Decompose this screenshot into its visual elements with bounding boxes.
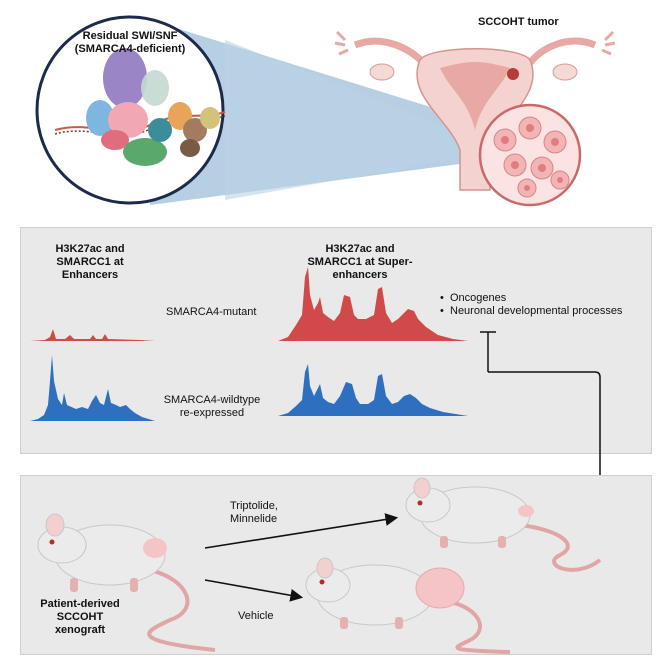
uterus-illustration <box>334 30 616 191</box>
tumor-zoom-circle <box>478 103 582 207</box>
enhancers-header: H3K27ac and SMARCC1 at Enhancers <box>30 243 150 282</box>
mutant-super-enhancer-track <box>278 267 468 341</box>
wildtype-label-line2: re-expressed <box>179 407 245 419</box>
bullet-oncogenes: Oncogenes <box>450 292 507 304</box>
treatment-line1: Triptolide, <box>230 500 278 512</box>
zoom-cone <box>150 20 505 205</box>
tumor-label: SCCOHT tumor <box>478 16 559 28</box>
complex-title-line1: Residual SWI/SNF <box>82 30 178 42</box>
wildtype-enhancer-track <box>30 355 155 421</box>
bullet-item: •Oncogenes <box>440 292 507 304</box>
enhancers-header-line1: H3K27ac and <box>55 243 125 255</box>
treatment-arrow <box>204 513 399 549</box>
bullet-list: •Oncogenes •Neuronal developmental proce… <box>440 292 622 318</box>
bullet-neuronal: Neuronal developmental processes <box>450 305 623 317</box>
xenograft-source-label: Patient-derived SCCOHT xenograft <box>25 598 135 637</box>
wildtype-super-enhancer-track <box>278 364 468 416</box>
wildtype-label-line1: SMARCA4-wildtype <box>163 394 261 406</box>
super-header-line2: SMARCC1 at Super- <box>307 256 413 268</box>
enhancers-header-line2: SMARCC1 at <box>56 256 124 268</box>
wildtype-label: SMARCA4-wildtype re-expressed <box>152 394 272 420</box>
vehicle-label: Vehicle <box>238 610 274 622</box>
swi-snf-complex-illustration <box>35 15 226 205</box>
source-line1: Patient-derived <box>40 598 120 610</box>
source-line3: xenograft <box>54 624 106 636</box>
mutant-enhancer-track <box>30 329 155 341</box>
treatment-label: Triptolide, Minnelide <box>230 500 278 526</box>
super-enhancers-header: H3K27ac and SMARCC1 at Super- enhancers <box>290 243 430 282</box>
super-header-line3: enhancers <box>332 269 388 281</box>
mutant-label: SMARCA4-mutant <box>166 306 257 318</box>
vehicle-arrow <box>204 579 304 602</box>
super-header-line1: H3K27ac and <box>325 243 395 255</box>
treatment-line2: Minnelide <box>230 513 278 525</box>
bullet-item: •Neuronal developmental processes <box>440 305 623 317</box>
enhancers-header-line3: Enhancers <box>61 269 119 281</box>
source-line2: SCCOHT <box>56 611 104 623</box>
complex-title-line2: (SMARCA4-deficient) <box>74 43 186 55</box>
